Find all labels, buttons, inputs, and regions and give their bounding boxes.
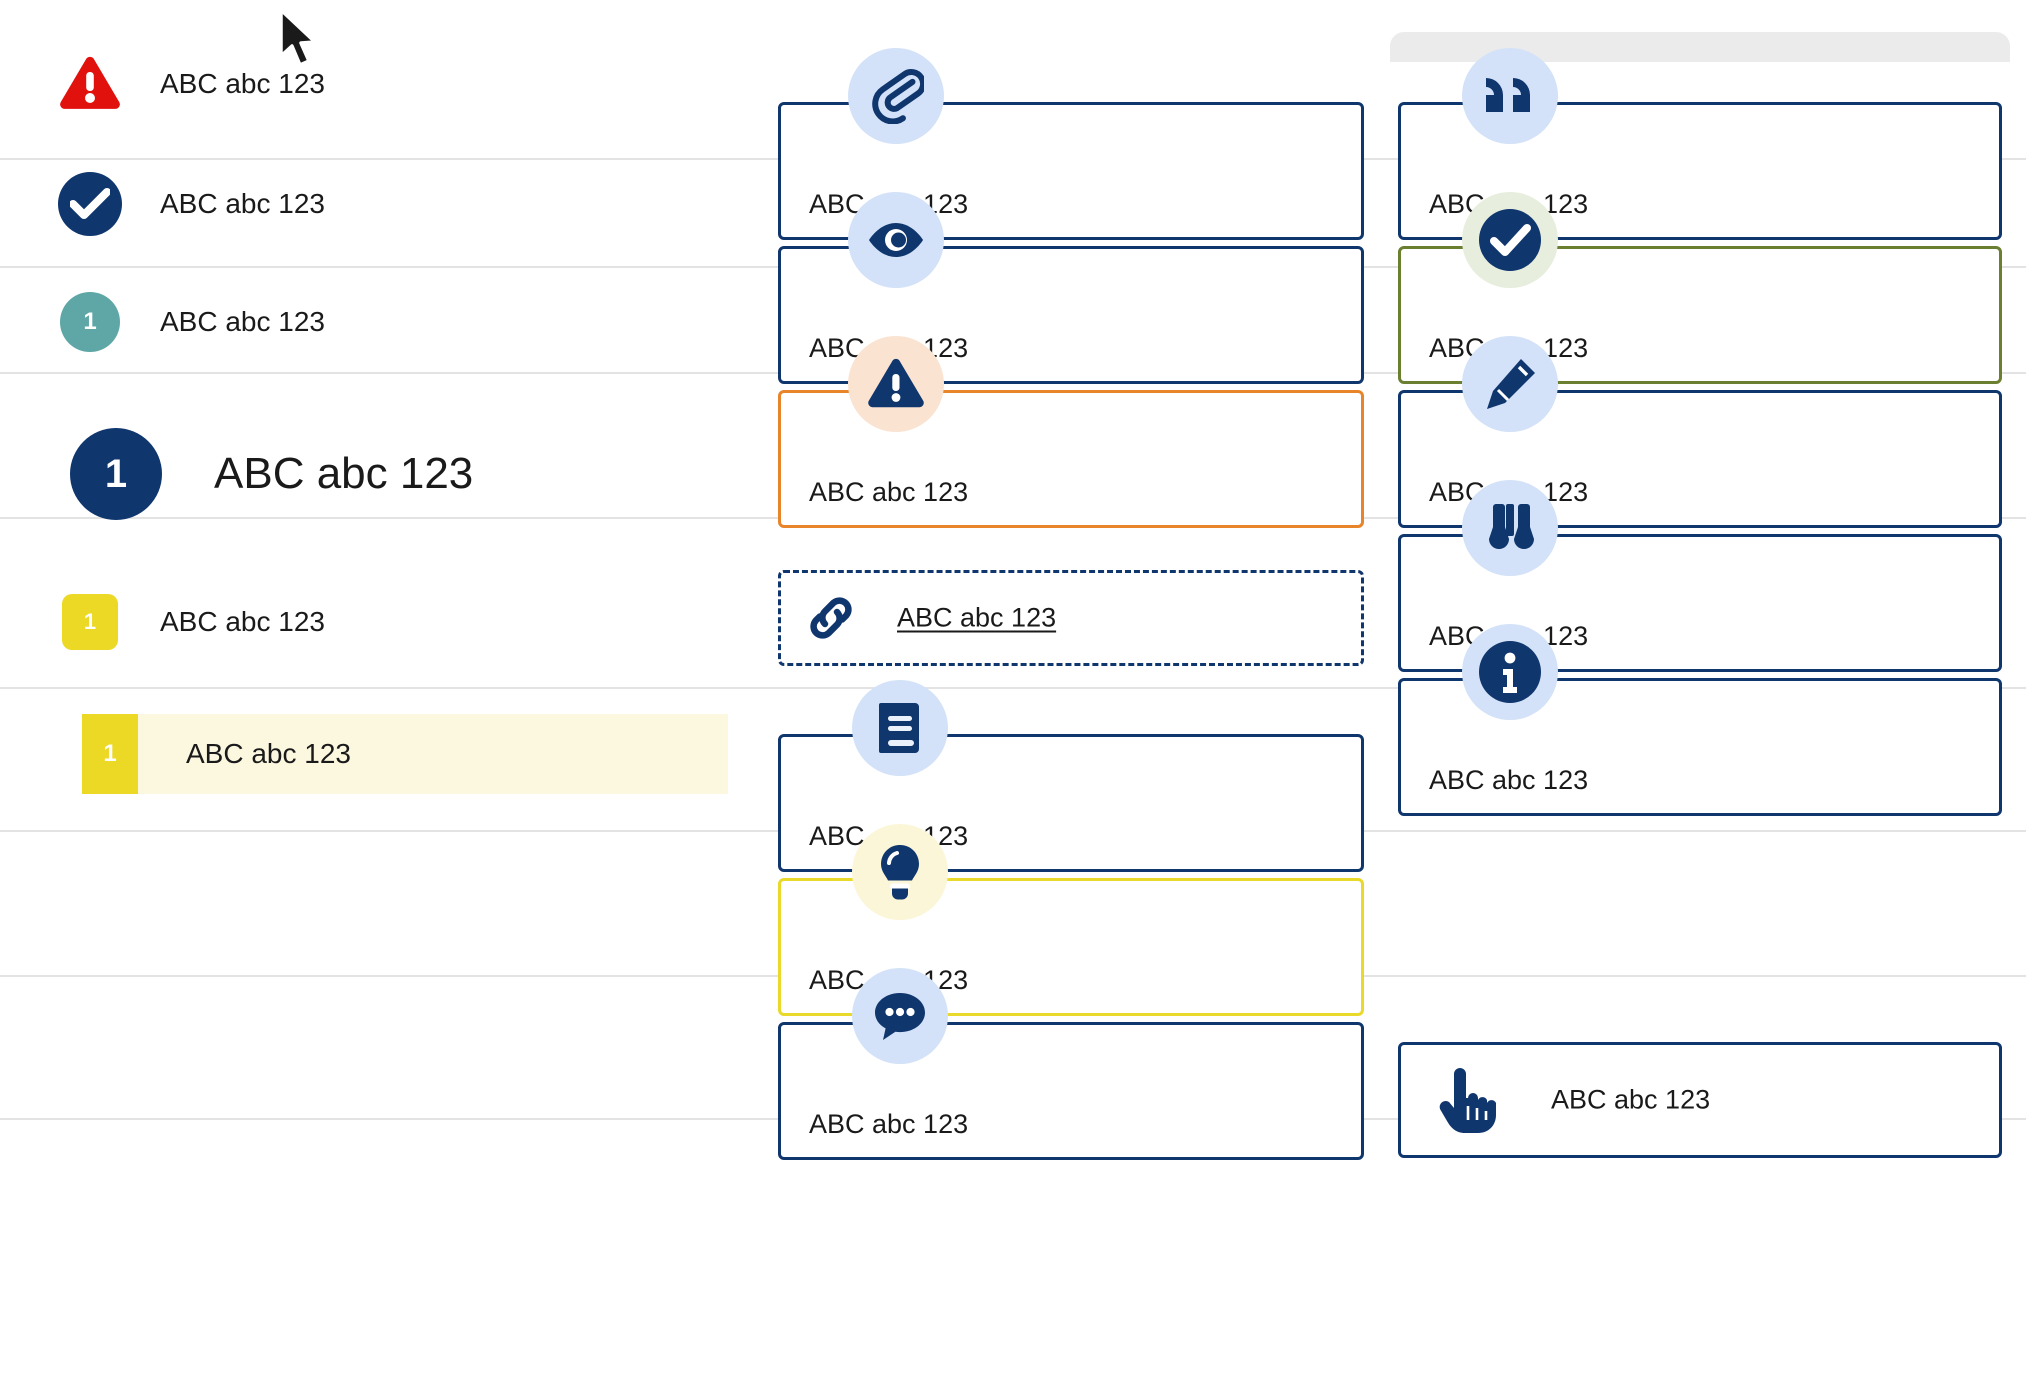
badge-count: 1 xyxy=(104,451,128,496)
badge-count: 1 xyxy=(103,740,117,767)
sidebar-item-count-teal[interactable]: 1 ABC abc 123 xyxy=(0,292,756,352)
sidebar-item-label: ABC abc 123 xyxy=(214,449,474,498)
card-action[interactable]: ABC abc 123 xyxy=(1398,1042,2002,1158)
sidebar-item-label: ABC abc 123 xyxy=(186,738,351,769)
sidebar-item-label: ABC abc 123 xyxy=(160,606,325,637)
number-badge-icon: 1 xyxy=(70,428,162,520)
pencil-icon xyxy=(1462,336,1558,432)
warning-triangle-icon xyxy=(58,52,122,116)
card-label: ABC abc 123 xyxy=(809,1109,969,1139)
quote-icon xyxy=(1462,48,1558,144)
pointing-hand-icon xyxy=(1435,1068,1499,1133)
sidebar-item-warning[interactable]: ABC abc 123 xyxy=(0,52,756,116)
card-label: ABC abc 123 xyxy=(1429,765,1589,795)
sidebar-item-label: ABC abc 123 xyxy=(160,68,325,99)
sidebar-item-label: ABC abc 123 xyxy=(160,306,325,337)
binoculars-icon xyxy=(1462,480,1558,576)
book-icon xyxy=(852,680,948,776)
check-circle-icon xyxy=(58,172,122,236)
number-badge-icon: 1 xyxy=(60,292,120,352)
link-icon xyxy=(799,586,863,650)
selected-row-accent-bar: 1 xyxy=(82,714,138,794)
number-badge-icon: 1 xyxy=(62,594,118,650)
info-circle-icon xyxy=(1462,624,1558,720)
badge-count: 1 xyxy=(83,308,97,335)
sidebar-item-count-yellow[interactable]: 1 ABC abc 123 xyxy=(0,594,756,650)
sidebar-item-label: ABC abc 123 xyxy=(160,188,325,219)
paperclip-icon xyxy=(848,48,944,144)
lightbulb-icon xyxy=(852,824,948,920)
badge-count: 1 xyxy=(83,609,97,634)
card-link-label[interactable]: ABC abc 123 xyxy=(897,602,1057,633)
check-circle-icon xyxy=(1462,192,1558,288)
card-label: ABC abc 123 xyxy=(809,477,969,507)
sidebar-item-selected[interactable]: 1 ABC abc 123 xyxy=(82,714,728,794)
eye-icon xyxy=(848,192,944,288)
sidebar: ABC abc 123 ABC abc 123 1 ABC abc 123 1 … xyxy=(0,0,756,1392)
sidebar-item-check[interactable]: ABC abc 123 xyxy=(0,172,756,236)
card-link[interactable]: ABC abc 123 xyxy=(778,570,1364,666)
comment-dots-icon xyxy=(852,968,948,1064)
sidebar-item-count-primary[interactable]: 1 ABC abc 123 xyxy=(0,428,756,520)
card-label: ABC abc 123 xyxy=(1551,1084,1711,1115)
divider-rule xyxy=(0,687,2026,689)
warning-triangle-icon xyxy=(848,336,944,432)
